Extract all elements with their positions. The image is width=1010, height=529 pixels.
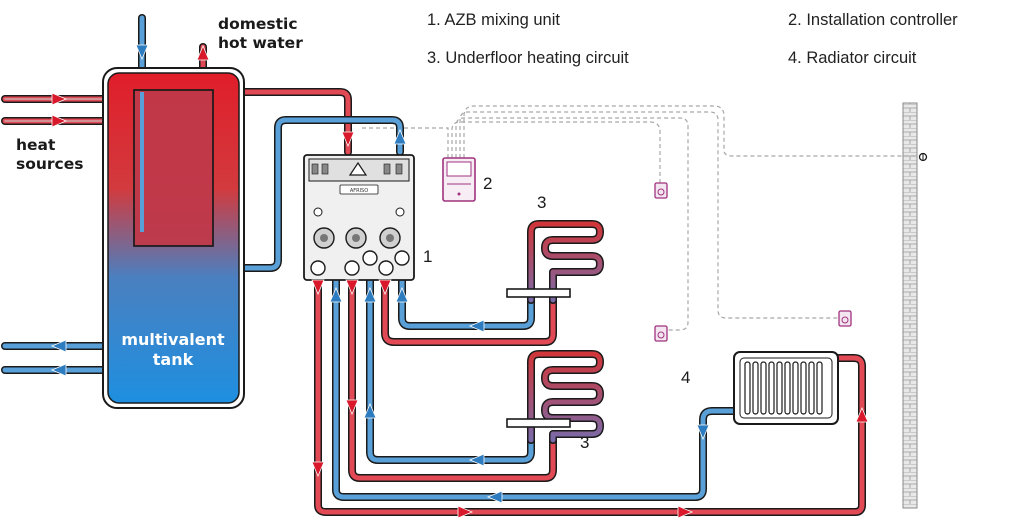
manifold-bar xyxy=(506,288,571,298)
installation-controller xyxy=(442,157,476,202)
outdoor-sensor-icon xyxy=(918,152,928,162)
controller-wiring xyxy=(362,105,916,331)
room-thermostat xyxy=(654,182,668,199)
pump-icon xyxy=(313,227,335,249)
tank-label-line1: multivalent xyxy=(121,330,225,349)
legend-item-underfloor-circuit: 3. Underfloor heating circuit xyxy=(427,49,629,67)
room-thermostat xyxy=(838,310,852,327)
tank-label-line2: tank xyxy=(153,350,194,369)
multivalent-tank: multivalent tank xyxy=(102,67,245,409)
legend-item-radiator-circuit: 4. Radiator circuit xyxy=(788,49,917,67)
callout-radiator: 4 xyxy=(681,368,690,387)
underfloor-coil xyxy=(527,350,604,444)
flow-arrows xyxy=(50,44,869,519)
azb-mixing-unit: AFRISO xyxy=(303,154,415,281)
pump-icon xyxy=(379,227,401,249)
label-heat: heat xyxy=(16,136,56,154)
underfloor-coil xyxy=(527,220,604,304)
callout-controller: 2 xyxy=(483,174,492,193)
callout-underfloor-1: 3 xyxy=(537,193,546,212)
pump-icon xyxy=(345,227,367,249)
label-sources: sources xyxy=(16,155,83,173)
label-hot-water: hot water xyxy=(218,34,303,52)
legend-item-mixing-unit: 1. AZB mixing unit xyxy=(427,11,560,29)
label-domestic: domestic xyxy=(218,15,298,33)
brand-label: AFRISO xyxy=(350,188,368,194)
valve-icon xyxy=(310,250,410,276)
wall xyxy=(902,102,918,509)
radiator xyxy=(733,351,839,425)
callout-underfloor-2: 3 xyxy=(580,433,589,452)
legend-item-installation-controller: 2. Installation controller xyxy=(788,11,958,29)
room-thermostat xyxy=(654,325,668,342)
legend: 1. AZB mixing unit 2. Installation contr… xyxy=(427,11,958,67)
manifold-bar xyxy=(506,418,571,428)
callout-mixing-unit: 1 xyxy=(423,247,432,266)
